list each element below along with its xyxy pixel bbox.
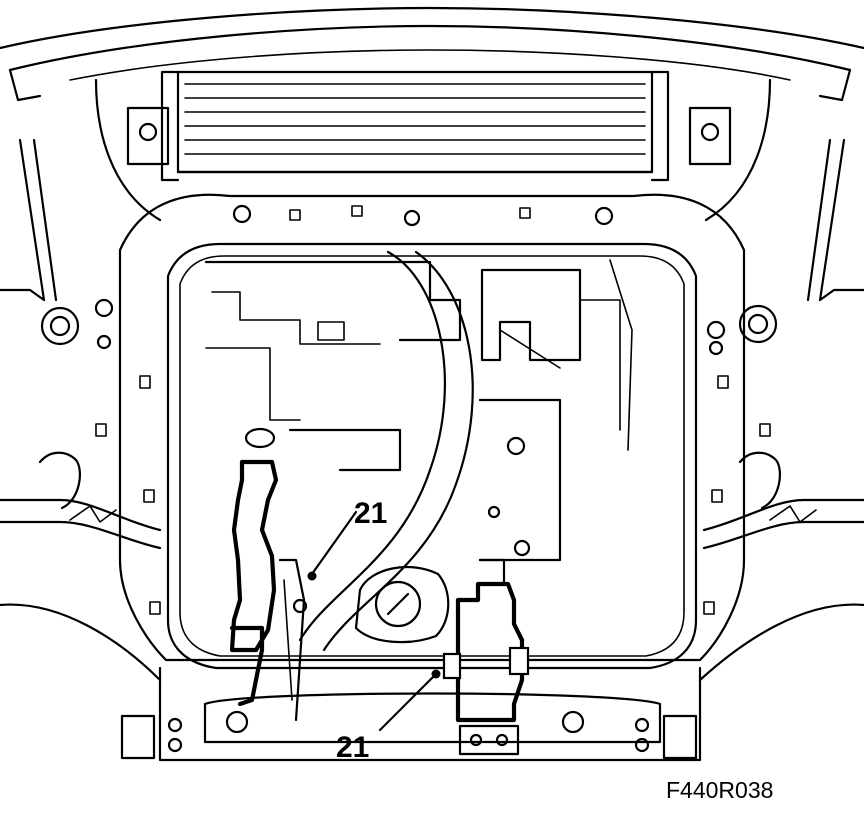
callout-leader-upper xyxy=(307,510,358,581)
callout-label-lower: 21 xyxy=(336,731,369,764)
radiator-supports xyxy=(94,78,772,222)
callout-leader-lower xyxy=(378,669,441,732)
callout-label-upper: 21 xyxy=(354,497,387,530)
exhaust-flange xyxy=(354,566,450,644)
subframe xyxy=(95,193,771,670)
exhaust-pipe xyxy=(298,250,474,652)
figure-id: F440R038 xyxy=(666,777,773,803)
right-suspension xyxy=(702,138,864,550)
engine-assembly xyxy=(204,259,633,562)
engine-mount-left xyxy=(229,459,308,722)
front-bumper xyxy=(0,6,864,102)
engine-mount-right xyxy=(442,558,530,756)
lower-crossmember xyxy=(0,603,864,762)
radiator xyxy=(160,70,670,182)
left-suspension xyxy=(0,138,162,550)
